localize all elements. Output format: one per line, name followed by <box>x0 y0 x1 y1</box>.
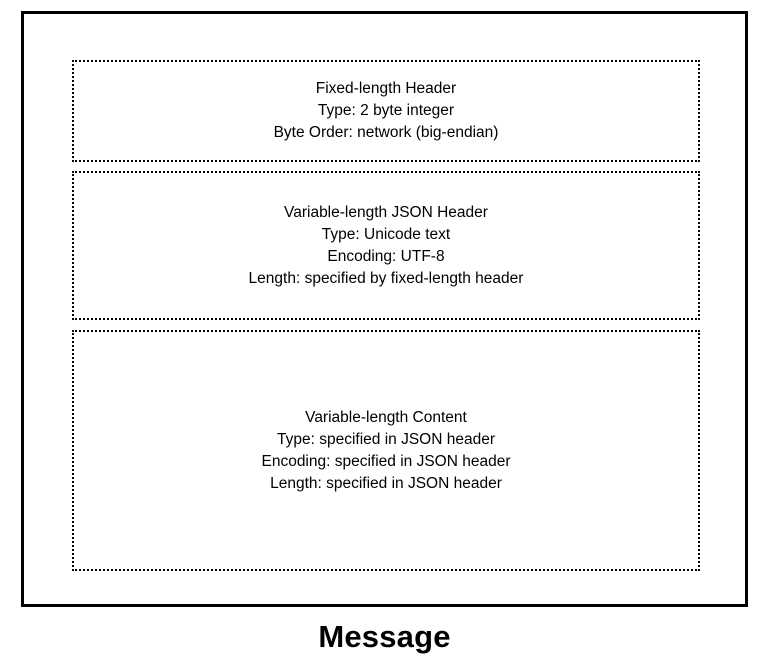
segment-variable-length-json-header-text: Variable-length JSON Header Type: Unicod… <box>249 202 524 290</box>
segment-line: Byte Order: network (big-endian) <box>273 124 499 141</box>
segment-fixed-length-header-text: Fixed-length Header Type: 2 byte integer… <box>274 78 499 144</box>
segment-line: Encoding: UTF-8 <box>327 247 445 265</box>
segment-line: Variable-length Content <box>305 408 467 426</box>
segment-line: Type: 2 byte integer <box>317 102 455 119</box>
segment-line: Length: specified by fixed-length header <box>248 269 524 287</box>
segment-line: Length: specified in JSON header <box>270 474 502 492</box>
segment-line: Type: Unicode text <box>321 225 451 243</box>
message-frame: Fixed-length Header Type: 2 byte integer… <box>21 11 748 607</box>
segment-line: Type: specified in JSON header <box>277 430 495 448</box>
segment-variable-length-content: Variable-length Content Type: specified … <box>72 330 700 571</box>
segment-fixed-length-header: Fixed-length Header Type: 2 byte integer… <box>72 60 700 162</box>
segment-line: Encoding: specified in JSON header <box>261 452 511 470</box>
segment-line: Fixed-length Header <box>315 80 457 97</box>
segment-variable-length-content-text: Variable-length Content Type: specified … <box>261 407 510 495</box>
segment-variable-length-json-header: Variable-length JSON Header Type: Unicod… <box>72 171 700 320</box>
message-caption: Message <box>318 619 451 654</box>
segment-line: Variable-length JSON Header <box>284 203 488 221</box>
